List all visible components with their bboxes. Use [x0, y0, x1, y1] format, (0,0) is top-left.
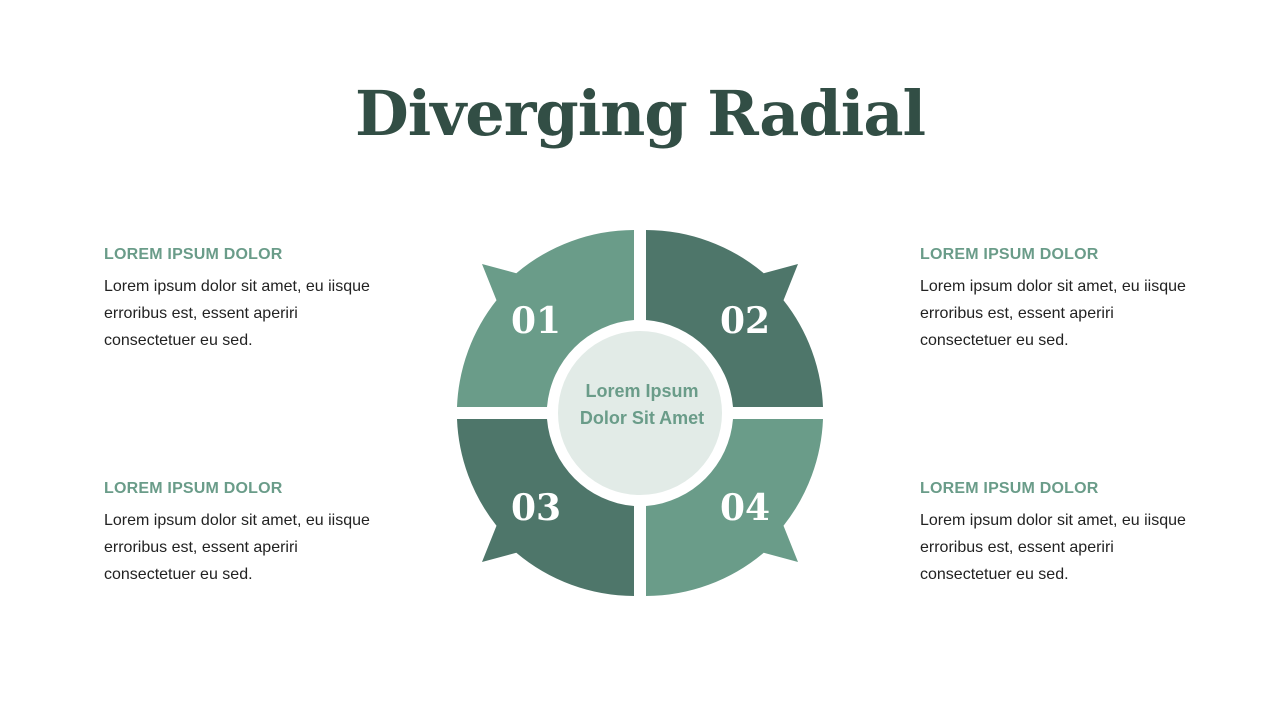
block-body: Lorem ipsum dolor sit amet, eu iisque er…: [104, 278, 370, 349]
center-label: Lorem Ipsum Dolor Sit Amet: [579, 381, 705, 428]
block-body: Lorem ipsum dolor sit amet, eu iisque er…: [104, 512, 370, 583]
block-body: Lorem ipsum dolor sit amet, eu iisque er…: [920, 278, 1186, 349]
segment-number-02: 02: [720, 300, 770, 342]
diverging-radial-diagram: 01 02 03 04: [457, 230, 823, 596]
text-block-04: LOREM IPSUM DOLOR Lorem ipsum dolor sit …: [920, 479, 1190, 588]
block-heading: LOREM IPSUM DOLOR: [920, 246, 1099, 263]
segment-number-01: 01: [511, 300, 561, 342]
segment-02: [646, 230, 823, 407]
text-block-01: LOREM IPSUM DOLOR Lorem ipsum dolor sit …: [104, 245, 374, 354]
segment-01: [457, 230, 634, 407]
slide-title: Diverging Radial: [354, 77, 926, 150]
text-block-02: LOREM IPSUM DOLOR Lorem ipsum dolor sit …: [920, 245, 1190, 354]
block-heading: LOREM IPSUM DOLOR: [104, 246, 283, 263]
segment-03: [457, 419, 634, 596]
segment-number-03: 03: [511, 487, 561, 529]
block-heading: LOREM IPSUM DOLOR: [104, 480, 283, 497]
block-body: Lorem ipsum dolor sit amet, eu iisque er…: [920, 512, 1186, 583]
block-heading: LOREM IPSUM DOLOR: [920, 480, 1099, 497]
segment-number-04: 04: [720, 487, 770, 529]
text-block-03: LOREM IPSUM DOLOR Lorem ipsum dolor sit …: [104, 479, 374, 588]
segment-04: [646, 419, 823, 596]
center-circle: [550, 323, 730, 503]
